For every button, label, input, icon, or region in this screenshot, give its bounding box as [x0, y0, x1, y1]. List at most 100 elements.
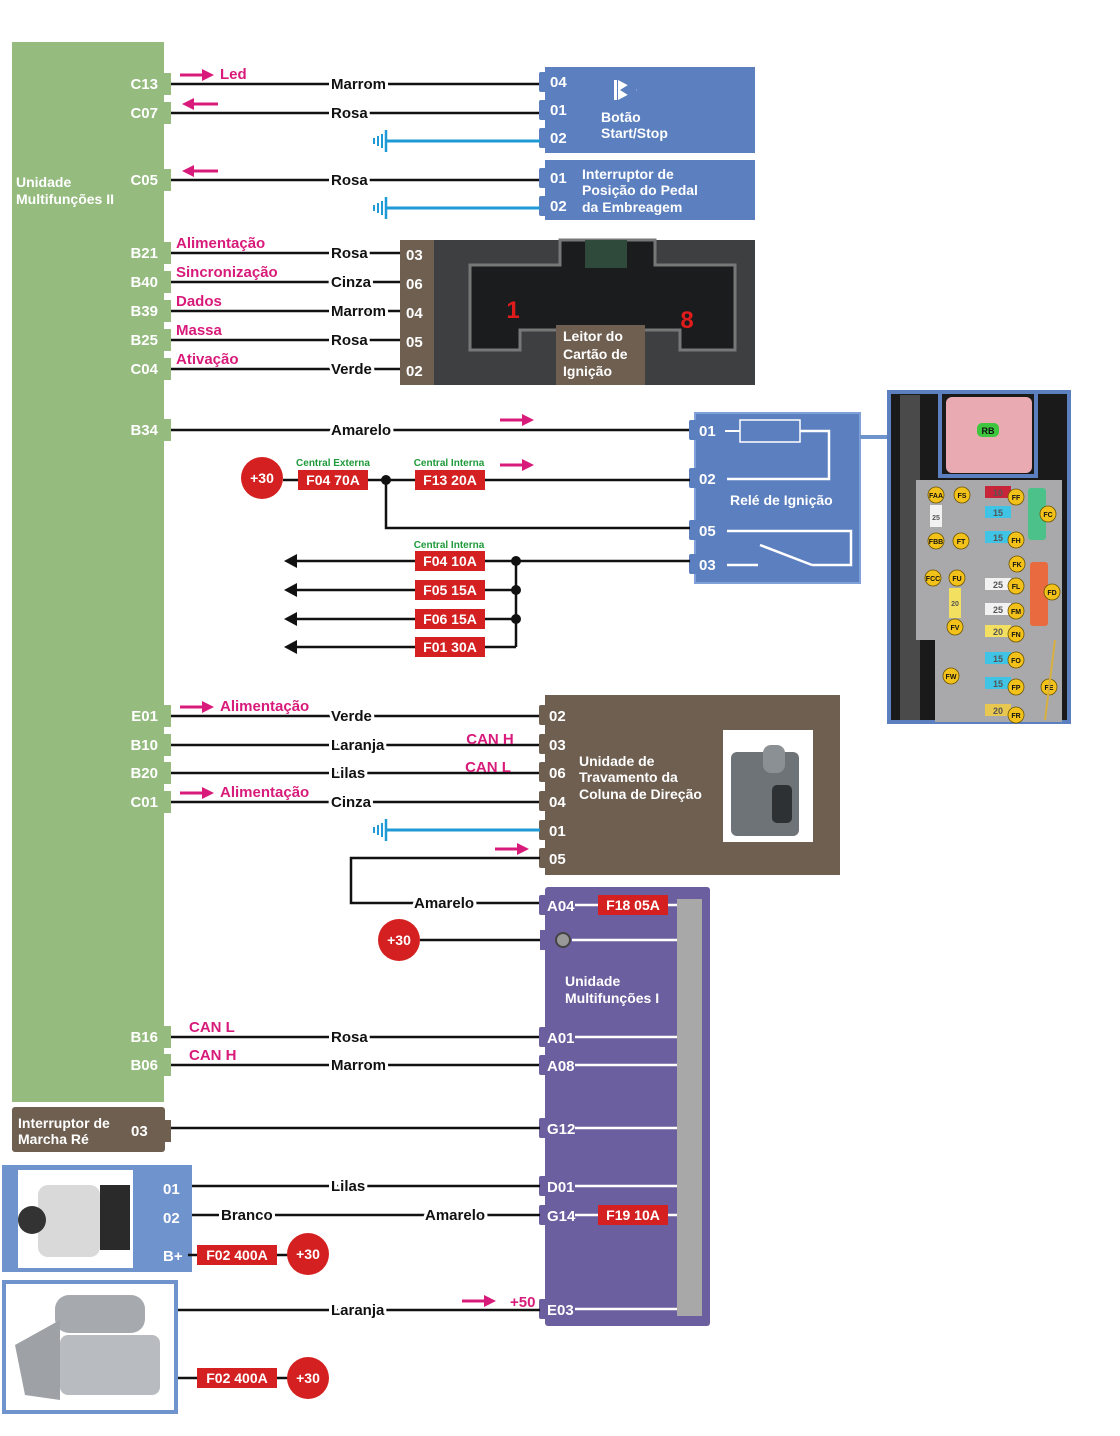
wire-color-label: Rosa: [331, 105, 368, 122]
signal-arrow-icon: [522, 459, 534, 471]
fuse-rating: 15: [993, 654, 1003, 664]
wire-color-label: Rosa: [331, 1029, 368, 1046]
fuse-position-label: FP: [1012, 685, 1021, 692]
steering-lock-photo: [763, 745, 785, 773]
start-stop-button-icon: [614, 80, 617, 100]
pin-tab: [539, 791, 547, 811]
pin-tab: [164, 329, 171, 351]
fuse-position-marker: [948, 569, 966, 587]
fuse-position-marker: [927, 532, 945, 550]
fuse-position-label: FL: [1012, 584, 1021, 591]
umf1-label: Unidade: [565, 973, 620, 989]
steering-lock-pin: 01: [549, 823, 566, 840]
umf2-pin-B21: B21: [130, 245, 158, 262]
pin-tab: [164, 242, 171, 264]
pedal-switch-label: Posição do Pedal: [582, 182, 698, 198]
fuse-position-label: FV: [951, 625, 960, 632]
fuse-rating: 15: [993, 508, 1003, 518]
fuse-rating: 25: [932, 515, 940, 522]
fuse-position-marker: [1007, 678, 1025, 696]
junction-dot: [511, 614, 521, 624]
alternator-pin: B+: [163, 1248, 183, 1265]
maxi-fuse: [1028, 488, 1046, 540]
can-l-label: CAN L: [465, 759, 511, 776]
wire-color-label: Cinza: [331, 274, 372, 291]
fuse-label: F19 10A: [606, 1207, 660, 1223]
output-arrow-icon: [284, 583, 297, 597]
wire-color-label: Lilas: [331, 1178, 365, 1195]
pin-tab: [164, 1026, 171, 1048]
fuse-blade: [985, 486, 1011, 498]
start-stop-pin: 01: [550, 102, 567, 119]
fuse-position-label: FF: [1012, 495, 1021, 502]
fuse-blade: [985, 704, 1011, 716]
fuse-blade: [930, 505, 942, 527]
pin-mark: 1: [506, 297, 519, 324]
pin-tab: [539, 100, 547, 120]
relay-pin: 05: [699, 523, 716, 540]
card-reader-pin: 03: [406, 247, 423, 264]
wire-color-label: Amarelo: [414, 895, 474, 912]
steering-lock-pin: 06: [549, 765, 566, 782]
central-interna-label: Central Interna: [414, 458, 485, 469]
umf1-pin: A01: [547, 1030, 575, 1047]
fuse: [598, 1205, 668, 1225]
signal-label: Alimentação: [220, 784, 309, 801]
wire-amarelo-jumper: [349, 856, 540, 905]
fuse: [415, 609, 485, 629]
fuse-position-marker: [946, 618, 964, 636]
relay-highlight: [938, 390, 1038, 478]
umf2-pin-E01: E01: [131, 708, 158, 725]
output-arrow-icon: [284, 554, 297, 568]
fuse-position-label: FR: [1011, 713, 1020, 720]
plus30-label: +30: [250, 470, 274, 486]
pin-tab: [164, 791, 171, 813]
junction-dot: [511, 585, 521, 595]
start-stop-button: [545, 67, 755, 153]
pin-tab: [689, 420, 697, 440]
fuse-rating: 15: [993, 533, 1003, 543]
wire-color-label: Rosa: [331, 172, 368, 189]
card-reader-connector: [400, 240, 434, 385]
umf2-pin-B39: B39: [130, 303, 158, 320]
fuse-position-marker: [1039, 505, 1057, 523]
umf2-pin-B16: B16: [130, 1029, 158, 1046]
rb-badge: [977, 423, 999, 437]
fuse-position-marker: [924, 569, 942, 587]
start-stop-label: Botão: [601, 109, 641, 125]
wire-color-label: Rosa: [331, 332, 368, 349]
umf2-pin-B34: B34: [130, 422, 158, 439]
umf1-label: Multifunções I: [565, 990, 659, 1006]
fuse: [197, 1368, 277, 1388]
fuse-rating: 10: [993, 488, 1003, 498]
fuse-position-marker: [1007, 625, 1025, 643]
fuse-label: F04 70A: [306, 472, 360, 488]
signal-label: Ativação: [176, 351, 239, 368]
pin-tab: [539, 705, 547, 725]
pin-tab: [539, 1118, 547, 1138]
pin-tab: [539, 128, 547, 148]
fuse-blade: [985, 677, 1011, 689]
steering-lock-pin: 03: [549, 737, 566, 754]
fuse-blade: [949, 588, 961, 618]
pin-mark: 8: [680, 307, 693, 334]
pin-tab: [689, 554, 697, 574]
umf1-pin: G14: [547, 1208, 576, 1225]
pin-tab: [539, 895, 547, 915]
fuse-position-marker: [942, 667, 960, 685]
card-reader-socket: [585, 240, 627, 268]
wire-color-label: Cinza: [331, 794, 372, 811]
fuse: [415, 470, 485, 490]
pin-tab: [539, 848, 547, 868]
pin-tab: [164, 102, 171, 124]
signal-label: Alimentação: [220, 698, 309, 715]
fuse-label: F01 30A: [423, 639, 477, 655]
pin-tab: [539, 1205, 547, 1225]
card-reader-label: Cartão de: [563, 346, 628, 362]
start-stop-label: Start/Stop: [601, 125, 668, 141]
umf2-pin-B25: B25: [130, 332, 158, 349]
pin-tab: [164, 73, 171, 95]
starter-photo: [55, 1295, 145, 1333]
pin-tab: [539, 196, 547, 216]
umf2-pin-C13: C13: [130, 76, 158, 93]
